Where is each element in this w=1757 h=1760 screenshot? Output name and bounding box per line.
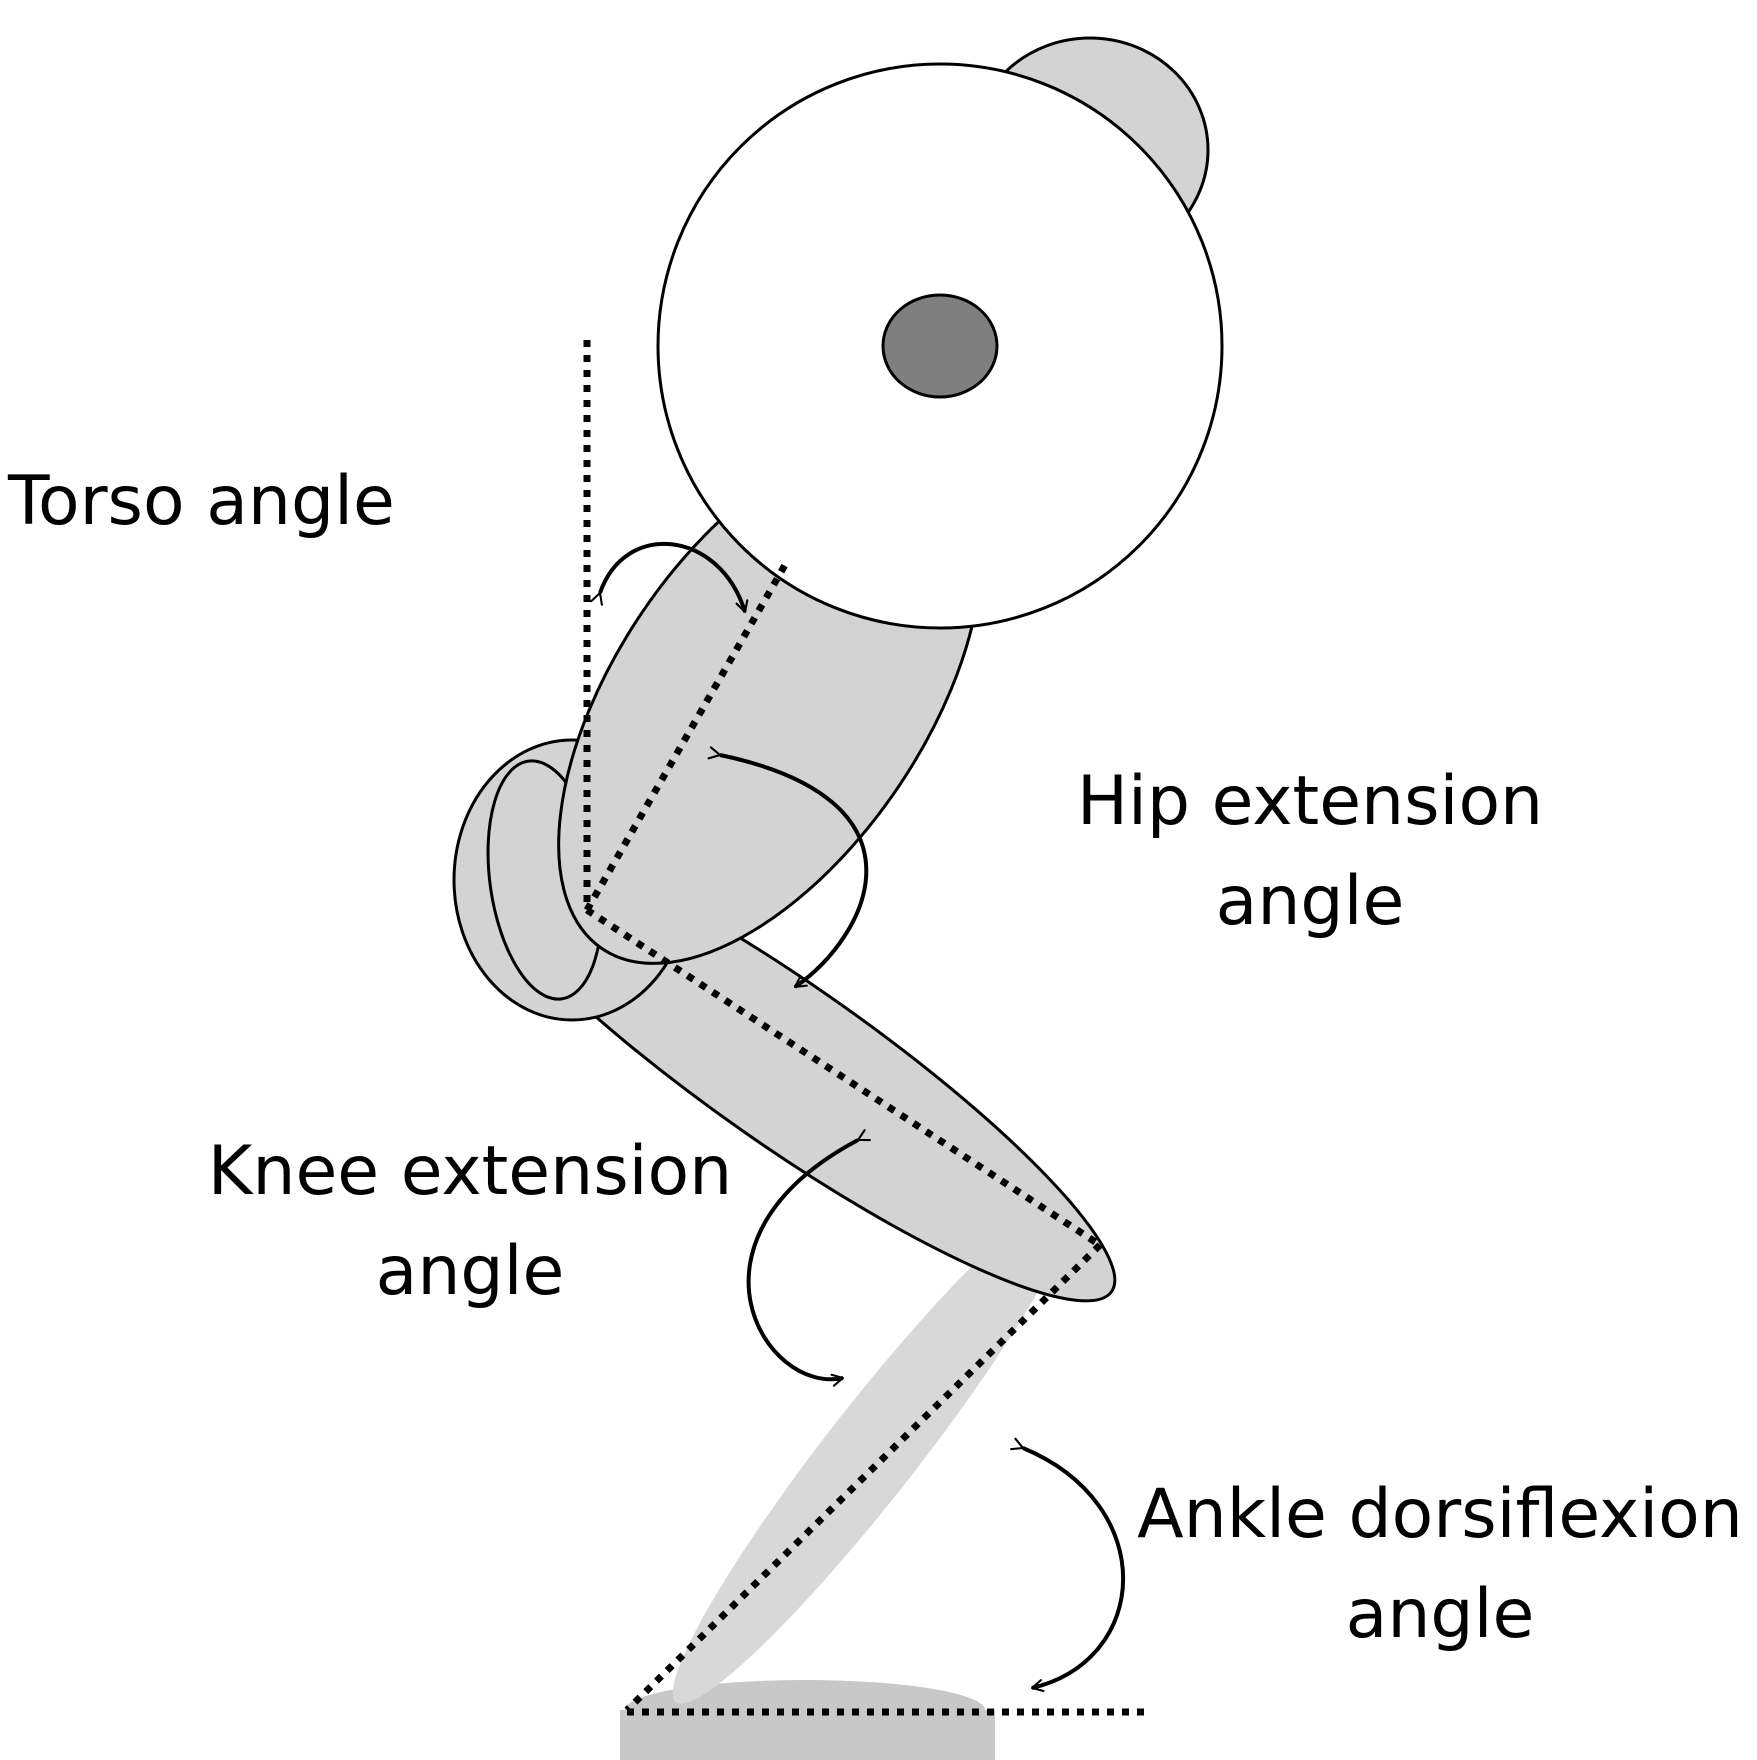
knee-extension-angle-label: Knee extension angle [190,1122,750,1322]
foot-base [620,1710,995,1760]
torso-line [583,563,789,912]
hip-angle-arrow [707,746,869,989]
reference-lines [583,340,1150,1716]
knee-label-line1: Knee extension [207,1132,733,1211]
hip-extension-angle-label: Hip extension angle [1040,752,1580,952]
thigh-line [585,907,1102,1248]
torso-angle-text: Torso angle [8,462,395,541]
ankle-dorsiflexion-angle-label: Ankle dorsiflexion angle [1125,1465,1755,1665]
ankle-label-line1: Ankle dorsiflexion [1137,1475,1743,1554]
torso-angle-label: Torso angle [8,452,395,552]
shin [672,1196,1074,1704]
barbell-hub [881,293,999,399]
ankle-angle-arrow [1010,1437,1125,1693]
shin-line [624,1242,1103,1713]
torso-angle-arrow [590,541,749,614]
ankle-label-line2: angle [1345,1575,1535,1654]
angle-arrows [590,541,1125,1693]
knee-angle-arrow [746,1129,871,1387]
hip-label-line2: angle [1215,862,1405,941]
hip-label-line1: Hip extension [1076,762,1544,841]
knee-label-line2: angle [375,1232,565,1311]
